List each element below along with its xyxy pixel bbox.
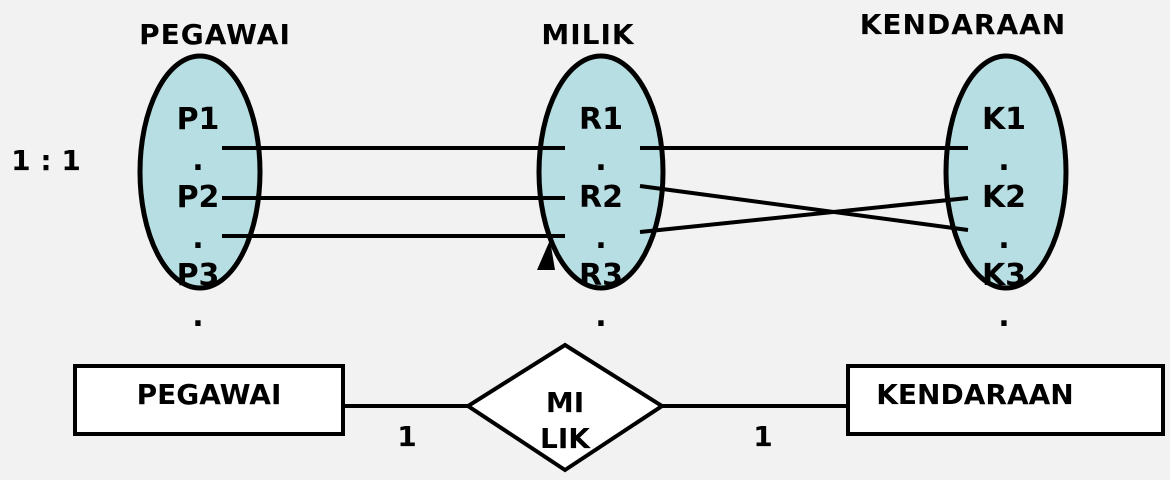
item-p2: P2 bbox=[177, 180, 220, 215]
set-milik bbox=[536, 53, 666, 291]
cardinality-right: 1 bbox=[753, 420, 772, 453]
kendaraan-items: K1 . K2 . K3 . bbox=[982, 102, 1026, 334]
item-p3: P3 bbox=[177, 258, 220, 293]
relationship-label-line2: LIK bbox=[540, 422, 591, 455]
item-dot: . bbox=[998, 221, 1009, 256]
relationship-diamond bbox=[464, 342, 666, 473]
item-r2: R2 bbox=[579, 180, 623, 215]
title-milik: MILIK bbox=[541, 18, 635, 51]
item-dot: . bbox=[998, 299, 1009, 334]
item-dot: . bbox=[998, 143, 1009, 178]
set-kendaraan bbox=[943, 53, 1069, 291]
item-r3: R3 bbox=[579, 258, 623, 293]
item-k1: K1 bbox=[982, 102, 1026, 137]
entity-label-kendaraan: KENDARAAN bbox=[876, 378, 1074, 411]
item-k3: K3 bbox=[982, 258, 1026, 293]
mapping-line bbox=[639, 196, 969, 234]
title-pegawai: PEGAWAI bbox=[139, 18, 291, 51]
pegawai-items: P1 . P2 . P3 . bbox=[177, 102, 220, 334]
cardinality-ratio: 1 : 1 bbox=[11, 144, 81, 177]
set-pegawai bbox=[137, 53, 263, 291]
item-dot: . bbox=[595, 299, 606, 334]
item-p1: P1 bbox=[177, 102, 220, 137]
mapping-lines bbox=[222, 146, 969, 238]
milik-items: R1 . R2 . R3 . bbox=[579, 102, 623, 334]
title-kendaraan: KENDARAAN bbox=[860, 8, 1067, 41]
relationship-label-line1: MI bbox=[546, 386, 584, 419]
entity-label-pegawai: PEGAWAI bbox=[137, 378, 282, 411]
entity-box-pegawai bbox=[73, 364, 345, 436]
cardinality-left: 1 bbox=[397, 420, 416, 453]
item-dot: . bbox=[192, 221, 203, 256]
item-k2: K2 bbox=[982, 180, 1026, 215]
item-dot: . bbox=[595, 221, 606, 256]
item-r1: R1 bbox=[579, 102, 623, 137]
pointer-marker bbox=[537, 240, 555, 270]
entity-box-kendaraan bbox=[846, 364, 1165, 436]
item-dot: . bbox=[192, 143, 203, 178]
mapping-line bbox=[639, 184, 969, 232]
item-dot: . bbox=[192, 299, 203, 334]
item-dot: . bbox=[595, 143, 606, 178]
